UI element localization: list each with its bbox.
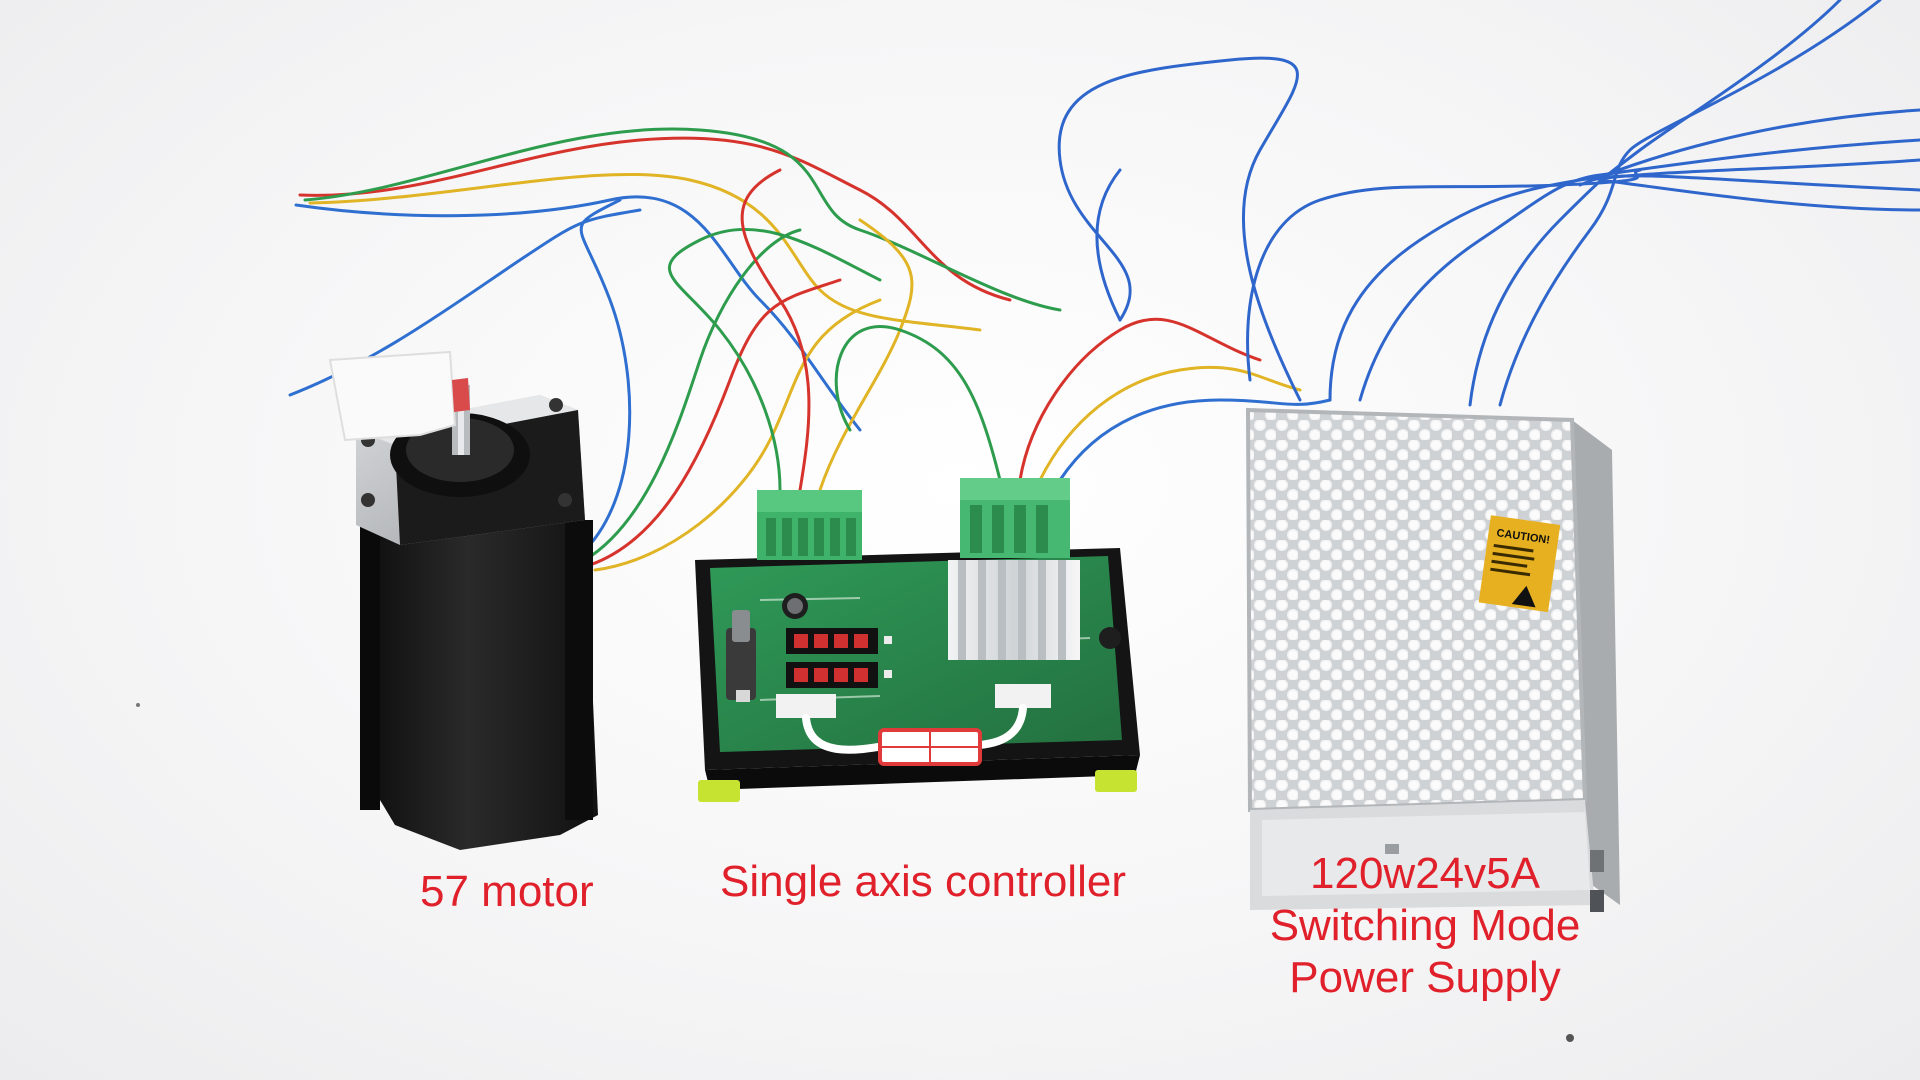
screw [1590, 850, 1604, 872]
screw-hole [549, 398, 563, 412]
keypad [878, 728, 982, 766]
screw-hole [361, 493, 375, 507]
right-terminal-block [960, 478, 1070, 558]
screw [1590, 890, 1604, 912]
psu-caption: 120w24v5A Switching Mode Power Supply [1230, 848, 1620, 1004]
debris-speck [1566, 1034, 1574, 1042]
left-terminal-block [757, 490, 862, 560]
stepper-motor [328, 350, 598, 850]
single-axis-controller [695, 478, 1140, 802]
din-clip [1095, 770, 1137, 792]
psu-caption-line: 120w24v5A [1310, 849, 1540, 898]
motor-caption: 57 motor [420, 867, 594, 916]
caution-label: CAUTION! [1478, 515, 1561, 613]
shaft-flag [328, 350, 457, 442]
potentiometer [726, 610, 756, 702]
psu-caption-line: Switching Mode [1269, 901, 1581, 950]
cable-connector [995, 684, 1051, 708]
seven-segment-display [786, 628, 892, 688]
wire-bundle [288, 0, 1920, 572]
screw-hole [558, 493, 572, 507]
debris-speck [136, 703, 140, 707]
controller-caption: Single axis controller [720, 857, 1126, 906]
motor-body-edge [360, 520, 380, 810]
heatsink [948, 560, 1080, 660]
psu-caption-line: Power Supply [1289, 953, 1561, 1002]
motor-body-edge [565, 520, 593, 820]
din-clip [698, 780, 740, 802]
capacitor [1099, 627, 1121, 649]
power-supply: CAUTION! [1245, 407, 1620, 912]
perforated-cover [1248, 410, 1585, 810]
screw [1385, 844, 1399, 854]
